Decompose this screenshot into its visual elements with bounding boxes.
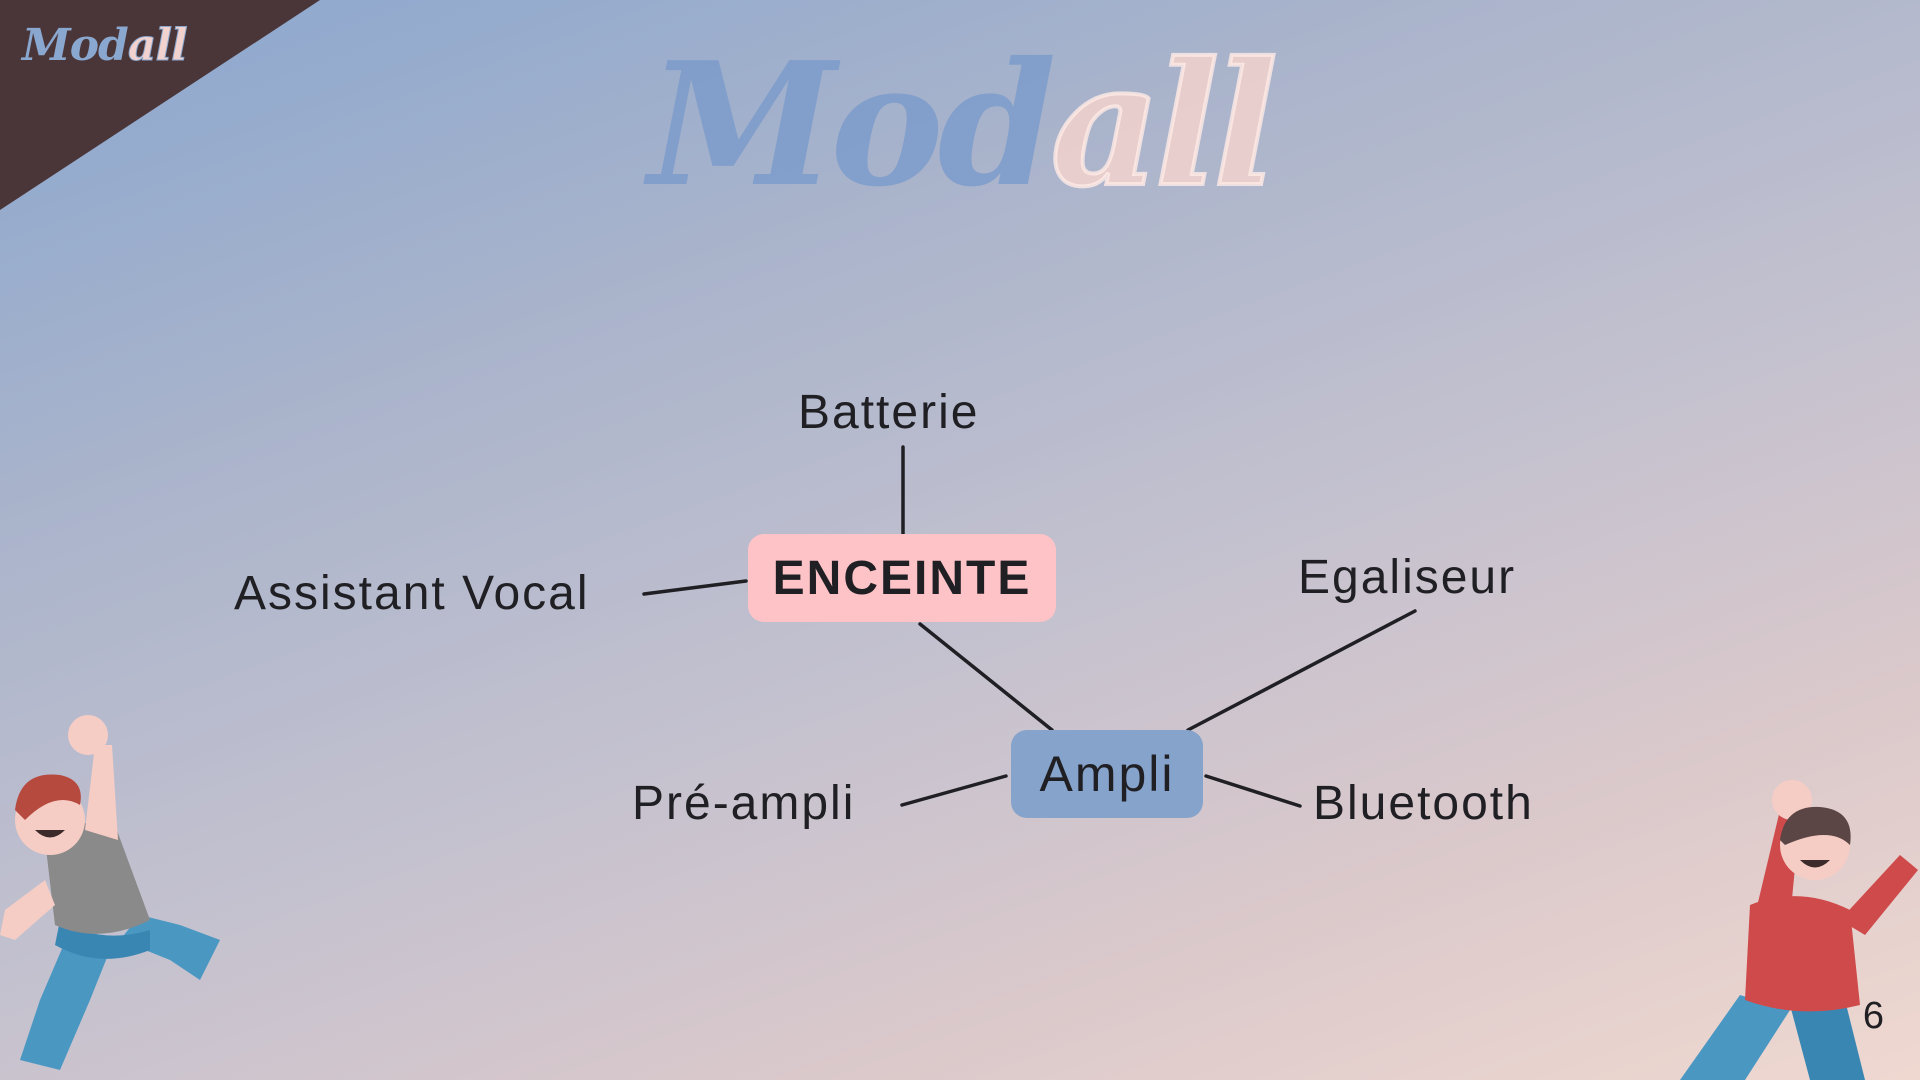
watermark-logo-part2: all — [1049, 25, 1280, 225]
node-batterie: Batterie — [798, 386, 980, 439]
watermark-logo-part1: Mod — [648, 25, 1056, 225]
connector-egaliseur — [1186, 609, 1417, 732]
page-number: 6 — [1862, 995, 1884, 1037]
node-egaliseur: Egaliseur — [1298, 551, 1517, 604]
connector-pre-ampli — [900, 774, 1008, 807]
node-pre-ampli: Pré-ampli — [632, 777, 856, 830]
hub-node: Ampli — [1011, 730, 1203, 818]
node-assistant-vocal: Assistant Vocal — [234, 567, 590, 620]
corner-logo-part2: all — [127, 20, 188, 72]
corner-logo: Modall — [22, 20, 188, 72]
central-node-label: ENCEINTE — [772, 551, 1032, 605]
node-bluetooth: Bluetooth — [1313, 777, 1534, 830]
watermark-logo: Modall — [0, 38, 1920, 212]
corner-logo-part1: Mod — [22, 20, 129, 71]
connector-enceinte-ampli — [918, 622, 1054, 732]
jumping-person-right-illustration — [1680, 780, 1918, 1080]
jumping-person-left-illustration — [0, 715, 220, 1070]
connector-assistant-vocal — [642, 579, 748, 596]
hub-node-label: Ampli — [1039, 746, 1175, 802]
central-node: ENCEINTE — [748, 534, 1056, 622]
connector-bluetooth — [1204, 774, 1302, 808]
